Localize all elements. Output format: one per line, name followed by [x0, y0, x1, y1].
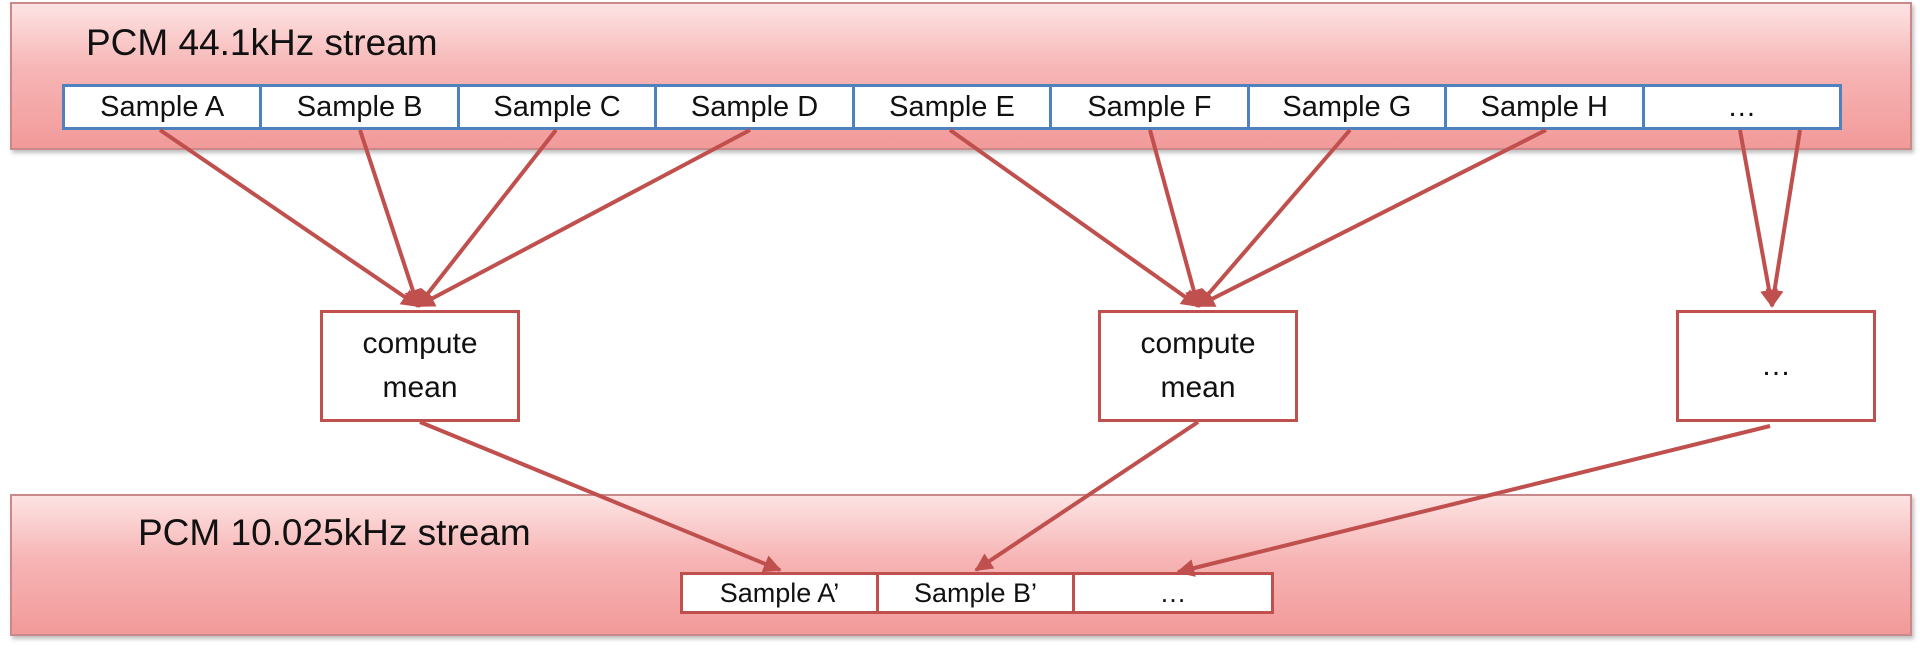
arrow-a-to-mean [158, 128, 420, 308]
input-sample-row: Sample A Sample B Sample C Sample D Samp… [62, 84, 1842, 130]
compute-mean-box: compute mean [1098, 310, 1298, 422]
arrow-mean-to-a-prime [419, 420, 782, 573]
input-stream-title: PCM 44.1kHz stream [86, 22, 438, 63]
arrow-ellipsis-to-output [1176, 424, 1771, 577]
compute-mean-label-line1: compute [362, 327, 478, 360]
input-sample-cell: Sample F [1052, 87, 1250, 127]
arrow-c-to-mean [416, 128, 558, 308]
compute-mean-label-line2: mean [1160, 371, 1236, 404]
output-sample-row: Sample A’ Sample B’ … [680, 572, 1274, 614]
compute-mean-box: compute mean [320, 310, 520, 422]
arrow-d-to-mean [416, 128, 751, 308]
arrow-g-to-mean [1196, 128, 1352, 308]
arrow-f-to-mean [1148, 129, 1203, 308]
input-sample-cell: Sample E [854, 87, 1053, 127]
arrow-e-to-mean [948, 128, 1200, 308]
output-stream-title: PCM 10.025kHz stream [138, 512, 531, 553]
output-sample-cell: Sample B’ [879, 575, 1075, 611]
compute-mean-label-line1: compute [1140, 327, 1256, 360]
input-sample-cell: Sample H [1447, 87, 1645, 127]
arrow-ellipsis-right [1765, 129, 1802, 308]
input-sample-cell: Sample A [65, 87, 263, 127]
ellipsis-process-box: … [1676, 310, 1876, 422]
output-sample-cell: Sample A’ [683, 575, 879, 611]
output-sample-ellipsis: … [1075, 575, 1271, 611]
arrow-ellipsis-left [1738, 129, 1778, 308]
compute-mean-label-line2: mean [382, 371, 458, 404]
input-sample-cell: Sample G [1249, 87, 1448, 127]
input-sample-cell: Sample C [459, 87, 658, 127]
arrow-b-to-mean [358, 129, 422, 308]
input-sample-cell: Sample B [262, 87, 460, 127]
arrow-h-to-mean [1196, 128, 1547, 308]
ellipsis-process-label: … [1761, 349, 1791, 382]
input-sample-ellipsis: … [1644, 87, 1839, 127]
input-sample-cell: Sample D [657, 87, 855, 127]
arrow-mean-to-b-prime [974, 420, 1200, 572]
